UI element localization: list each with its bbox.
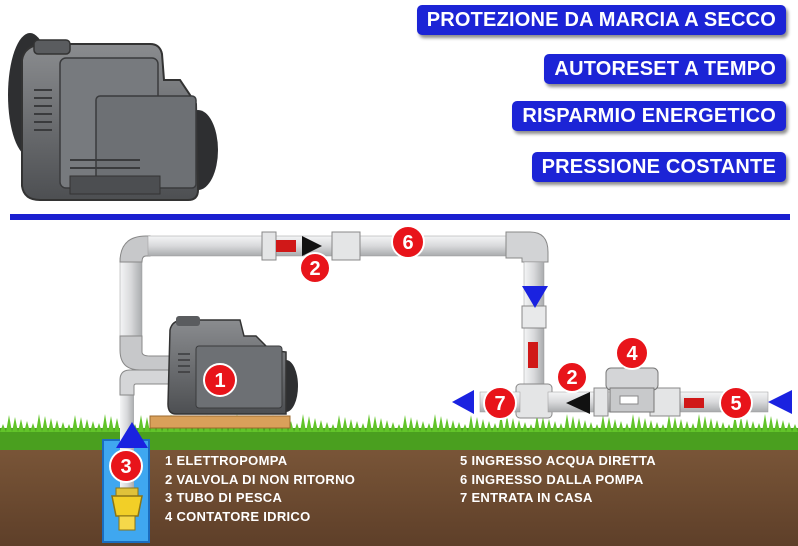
- legend-item: 3 TUBO DI PESCA: [165, 490, 283, 505]
- section-divider: [10, 214, 790, 220]
- feature-banner-energy-saving: RISPARMIO ENERGETICO: [512, 101, 786, 131]
- pump-illustration: [8, 33, 218, 201]
- legend-right: 5 INGRESSO ACQUA DIRETTA 6 INGRESSO DALL…: [460, 452, 656, 508]
- legend-item: 4 CONTATORE IDRICO: [165, 508, 311, 524]
- badge-3: 3: [109, 449, 143, 483]
- svg-text:4: 4: [626, 343, 638, 365]
- badge-5: 5: [719, 386, 753, 420]
- flow-arrow-icon: [522, 286, 548, 308]
- svg-text:5: 5: [730, 393, 741, 415]
- legend-item: 5 INGRESSO ACQUA DIRETTA: [460, 453, 656, 468]
- water-meter-icon: [605, 367, 659, 413]
- legend-item: 2 VALVOLA DI NON RITORNO: [165, 471, 356, 487]
- flow-arrow-icon: [452, 390, 474, 414]
- svg-text:6: 6: [402, 232, 413, 254]
- svg-text:3: 3: [120, 456, 131, 478]
- badge-6: 6: [391, 225, 425, 259]
- svg-text:7: 7: [494, 393, 505, 415]
- svg-text:2: 2: [309, 258, 320, 280]
- svg-text:2: 2: [566, 367, 577, 389]
- badge-1: 1: [203, 363, 237, 397]
- badge-2-right: 2: [556, 361, 588, 393]
- pump-base: [149, 415, 291, 429]
- feature-banner-constant-pressure: PRESSIONE COSTANTE: [531, 152, 786, 182]
- grass: [0, 414, 798, 450]
- legend-item: 1 ELETTROPOMPA: [165, 453, 288, 468]
- badge-7: 7: [483, 386, 517, 420]
- legend-left: 1 ELETTROPOMPA 2 VALVOLA DI NON RITORNO …: [165, 452, 355, 526]
- house-connection-assembly: [479, 305, 769, 419]
- flow-arrow-icon: [116, 422, 148, 448]
- check-valve-icon: [261, 231, 361, 261]
- feature-banner-auto-reset: AUTORESET A TEMPO: [544, 54, 786, 84]
- feature-banner-dry-run-protection: PROTEZIONE DA MARCIA A SECCO: [416, 5, 786, 35]
- badge-4: 4: [615, 336, 649, 370]
- badge-2-top: 2: [299, 252, 331, 284]
- legend-item: 6 INGRESSO DALLA POMPA: [460, 471, 644, 487]
- foot-valve-icon: [111, 487, 143, 531]
- pump-small: [167, 316, 298, 415]
- svg-text:1: 1: [214, 370, 225, 392]
- flow-arrow-icon: [768, 390, 792, 414]
- delivery-pipe-vertical: [119, 257, 143, 339]
- legend-item: 7 ENTRATA IN CASA: [460, 490, 593, 505]
